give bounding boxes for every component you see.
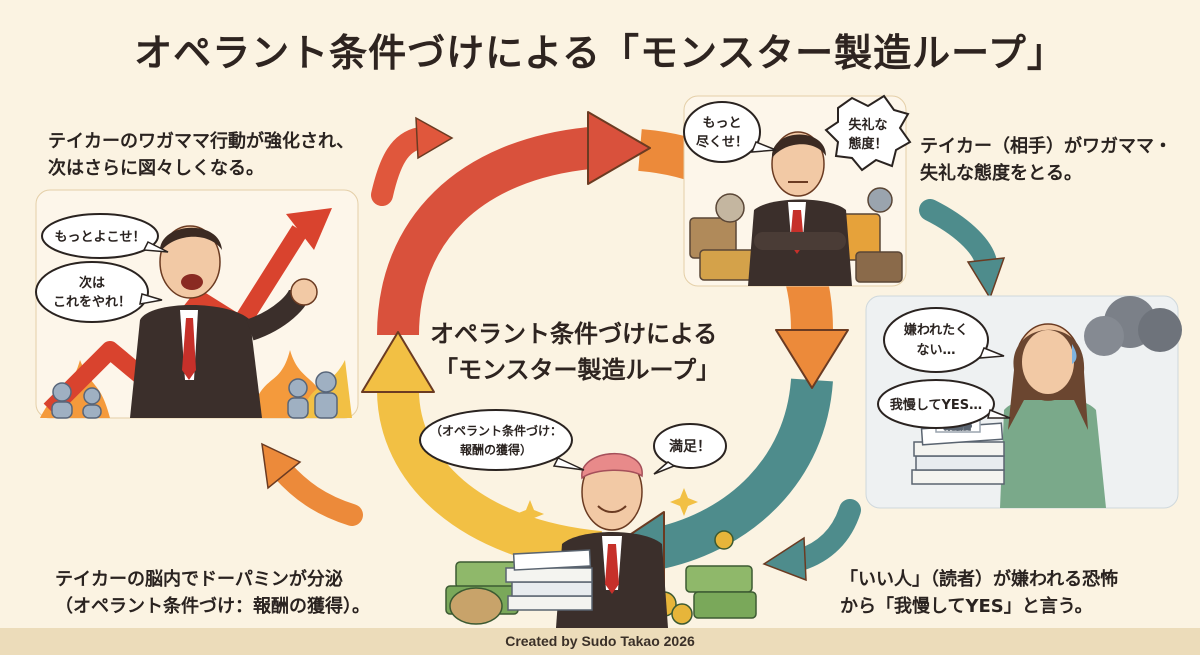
outer-arrowhead-top-left	[415, 116, 454, 160]
outer-arrowhead-bottom-right	[762, 536, 807, 582]
bubble-more-give-text: もっとよこせ！	[54, 230, 145, 245]
sparkle-icons	[516, 488, 698, 528]
bubble-rude-line1: 失礼な	[848, 117, 887, 133]
bubble-do-more-line1: もっと	[702, 116, 741, 131]
brain-icon	[581, 453, 643, 480]
bubble-dont-want-hated-line2: ない…	[916, 343, 955, 358]
page-title: オペラント条件づけによる「モンスター製造ループ」	[134, 31, 1066, 75]
caption-taker-action-line1: テイカー（相手）がワガママ・	[920, 136, 1172, 157]
footer-credit: Created by Sudo Takao 2026	[0, 628, 1200, 655]
outer-arrow-left	[271, 459, 363, 526]
bubble-satisfied-text: 満足！	[669, 438, 711, 455]
bubble-dont-want-hated: 嫌われたく ない…	[883, 307, 1005, 373]
cycle-arrow-red	[377, 127, 593, 336]
outer-arrow-right	[919, 199, 997, 273]
bubble-operant-line1: （オペラント条件づけ：	[430, 423, 562, 438]
bubble-next-do-line2: これをやれ！	[53, 295, 131, 310]
caption-reinforce-line1: テイカーのワガママ行動が強化され、	[48, 131, 355, 152]
loop-diagram: もっとよこせ！ 次は これをやれ！ もっと 尽くせ！	[35, 94, 1182, 628]
bubble-rude: 失礼な 態度！	[824, 94, 912, 172]
bubble-next-do: 次は これをやれ！	[35, 261, 163, 323]
outer-arrow-top-left	[371, 127, 431, 206]
caption-dopamine-line1: テイカーの脳内でドーパミンが分泌	[55, 569, 343, 590]
crowd-figures	[51, 371, 338, 419]
bubble-endure-yes: 我慢してYES…	[877, 379, 1011, 429]
caption-reader-yes: 「いい人」（読者）が嫌われる恐怖 から「我慢してYES」と言う。	[840, 566, 1118, 620]
bubble-operant-line2: 報酬の獲得）	[460, 442, 532, 457]
caption-reinforce: テイカーのワガママ行動が強化され、 次はさらに図々しくなる。	[48, 128, 354, 182]
arrowhead-red	[587, 111, 651, 185]
bubble-rude-line2: 態度！	[848, 136, 887, 152]
arrowhead-yellow	[361, 331, 435, 393]
caption-dopamine: テイカーの脳内でドーパミンが分泌 （オペラント条件づけ：報酬の獲得）。	[55, 566, 370, 620]
bubble-endure-yes-text: 我慢してYES…	[890, 397, 982, 413]
cycle-arrow-teal	[654, 378, 833, 569]
bubble-dont-want-hated-line1: 嫌われたく	[903, 322, 968, 338]
outer-arrows	[271, 127, 997, 571]
caption-reader-yes-line1: 「いい人」（読者）が嫌われる恐怖	[840, 569, 1119, 590]
outer-arrowheads	[261, 116, 1006, 582]
center-label-line2: 「モンスター製造ループ」	[434, 356, 721, 384]
crossed-arms-man	[748, 131, 852, 286]
bubble-next-do-line1: 次は	[79, 275, 105, 291]
caption-reinforce-line2: 次はさらに図々しくなる。	[48, 158, 264, 179]
outer-arrowhead-right	[966, 257, 1006, 300]
bubble-operant: （オペラント条件づけ： 報酬の獲得）	[419, 409, 585, 471]
caption-reader-yes-line2: から「我慢してYES」と言う。	[840, 596, 1093, 617]
caption-taker-action-line2: 失礼な態度をとる。	[920, 163, 1082, 184]
outer-arrowhead-left	[261, 442, 302, 490]
bubble-do-more-line2: 尽くせ！	[696, 135, 748, 150]
scene-satisfied-taker	[445, 453, 757, 628]
center-label-line1: オペラント条件づけによる	[430, 320, 718, 348]
junk-pile	[689, 187, 903, 283]
arrowhead-orange	[775, 329, 849, 389]
center-label: オペラント条件づけによる 「モンスター製造ループ」	[430, 316, 760, 388]
bubble-satisfied: 満足！	[653, 423, 727, 475]
money-piles	[445, 530, 757, 625]
caption-dopamine-line2: （オペラント条件づけ：報酬の獲得）。	[55, 596, 370, 617]
bubble-do-more: もっと 尽くせ！	[683, 101, 777, 163]
angry-man-figure	[130, 225, 318, 418]
outer-arrow-bottom-right	[789, 499, 861, 571]
paper-stack	[505, 549, 593, 611]
bubble-more-give: もっとよこせ！	[41, 213, 169, 259]
cycle-arrow-yellow	[377, 389, 603, 573]
woman-figure	[1000, 323, 1106, 508]
caption-taker-action: テイカー（相手）がワガママ・ 失礼な態度をとる。	[920, 133, 1172, 187]
